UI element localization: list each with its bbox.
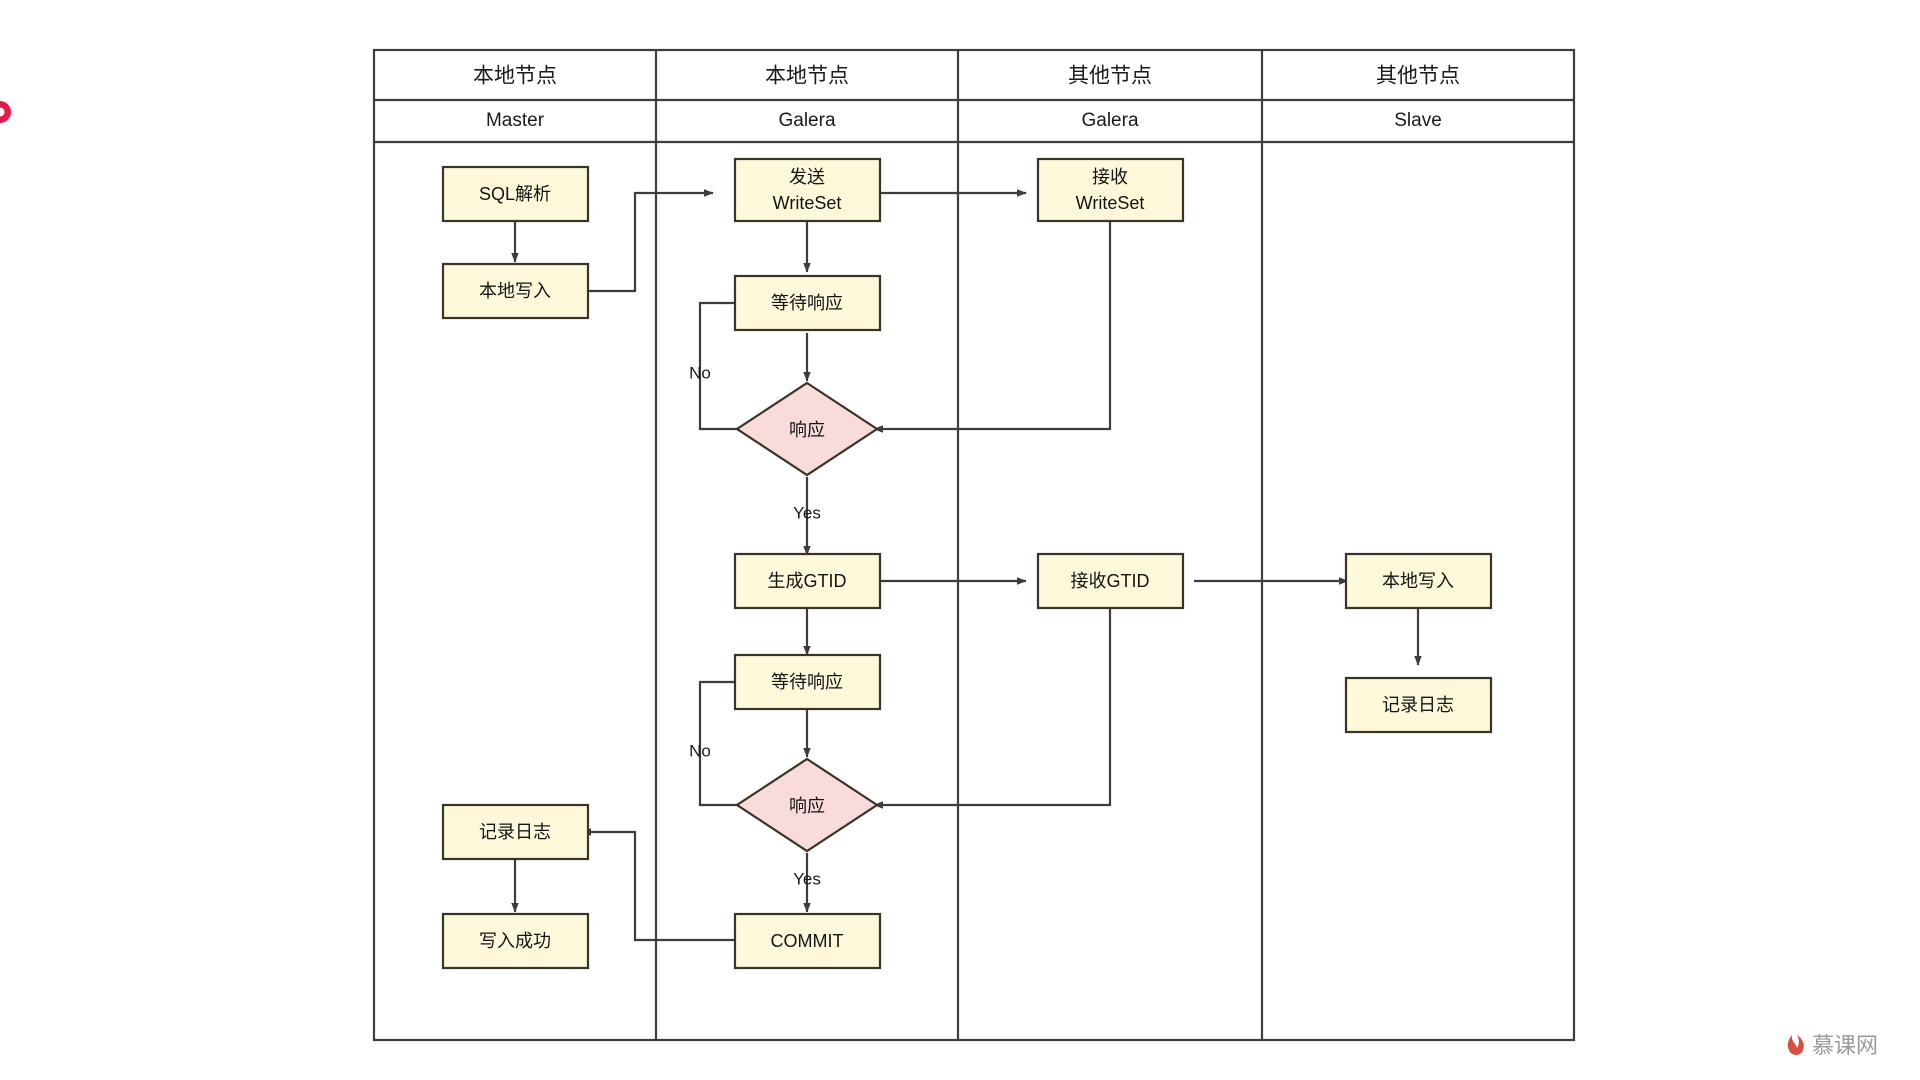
node-decision-response-1-shape[interactable] (734, 381, 880, 477)
edge-labels: No Yes No Yes (689, 363, 821, 888)
watermark: 慕课网 (1787, 1033, 1878, 1058)
lane-title-slave: 其他节点 (1376, 65, 1460, 88)
flame-icon (1787, 1035, 1804, 1055)
node-wait-response-2-label: 等待响应 (771, 672, 843, 692)
node-send-writeset[interactable]: 发送 WriteSet (733, 157, 882, 223)
node-log-slave-box[interactable] (1344, 676, 1493, 734)
node-commit-label: COMMIT (771, 931, 844, 951)
node-wait-response-1-box[interactable] (733, 274, 882, 332)
node-wait-response-1[interactable]: 等待响应 (733, 274, 882, 332)
node-send-writeset-label-line1: 发送 (789, 167, 825, 187)
node-log-slave-label: 记录日志 (1382, 695, 1454, 715)
node-send-writeset-box[interactable] (733, 157, 882, 223)
lane-sub-master: Master (486, 110, 545, 131)
node-local-write-slave-box[interactable] (1344, 552, 1493, 610)
edge-decision1-no-loop (698, 299, 754, 431)
edge-label-yes-1: Yes (793, 503, 821, 522)
node-recv-writeset[interactable]: 接收 WriteSet (1036, 157, 1185, 223)
node-sql-parse[interactable]: SQL解析 (441, 165, 590, 223)
node-decision-response-2-shape[interactable] (734, 757, 880, 853)
lane-sub-galera2: Galera (1081, 110, 1138, 131)
edge-recvwriteset-to-decision1 (873, 216, 1112, 433)
node-decision-response-2-label: 响应 (789, 796, 825, 816)
node-log-slave[interactable]: 记录日志 (1344, 676, 1493, 734)
edge-label-no-1: No (689, 363, 711, 382)
node-recv-writeset-box[interactable] (1036, 157, 1185, 223)
edge-recvgtid-to-decision2 (873, 607, 1112, 809)
node-generate-gtid[interactable]: 生成GTID (733, 552, 882, 610)
node-decision-response-1[interactable]: 响应 (734, 381, 880, 477)
node-local-write-master-box[interactable] (441, 262, 590, 320)
node-decision-response-1-label: 响应 (789, 420, 825, 440)
node-wait-response-2[interactable]: 等待响应 (733, 653, 882, 711)
node-sql-parse-box[interactable] (441, 165, 590, 223)
lane-title-galera1: 本地节点 (765, 65, 849, 88)
lane-sub-slave: Slave (1394, 110, 1442, 131)
node-write-success-box[interactable] (441, 912, 590, 970)
node-local-write-slave[interactable]: 本地写入 (1344, 552, 1493, 610)
node-recv-gtid-label: 接收GTID (1071, 571, 1150, 591)
node-write-success[interactable]: 写入成功 (441, 912, 590, 970)
node-commit[interactable]: COMMIT (733, 912, 882, 970)
edge-commit-to-log-master (581, 828, 740, 942)
node-recv-gtid-box[interactable] (1036, 552, 1185, 610)
edge-label-yes-2: Yes (793, 869, 821, 888)
node-write-success-label: 写入成功 (479, 931, 551, 951)
node-send-writeset-label-line2: WriteSet (773, 193, 842, 213)
node-wait-response-1-label: 等待响应 (771, 293, 843, 313)
lane-title-galera2: 其他节点 (1068, 65, 1152, 88)
connector-edges (511, 189, 1422, 942)
edge-label-no-2: No (689, 741, 711, 760)
node-log-master-box[interactable] (441, 803, 590, 861)
node-wait-response-2-box[interactable] (733, 653, 882, 711)
lane-sub-galera1: Galera (778, 110, 835, 131)
node-log-master-label: 记录日志 (479, 822, 551, 842)
lane-headers: 本地节点 Master 本地节点 Galera 其他节点 Galera 其他节点… (473, 65, 1460, 131)
accent-dot-decoration (0, 101, 11, 123)
accent-dot-inner (0, 107, 5, 117)
lane-title-master: 本地节点 (473, 65, 557, 88)
node-local-write-slave-label: 本地写入 (1382, 571, 1454, 591)
node-sql-parse-label: SQL解析 (479, 184, 551, 204)
node-recv-writeset-label-line2: WriteSet (1076, 193, 1145, 213)
node-decision-response-2[interactable]: 响应 (734, 757, 880, 853)
node-local-write-master[interactable]: 本地写入 (441, 262, 590, 320)
node-generate-gtid-label: 生成GTID (768, 571, 847, 591)
node-recv-writeset-label-line1: 接收 (1092, 167, 1128, 187)
node-commit-box[interactable] (733, 912, 882, 970)
accent-dot-icon (0, 101, 11, 123)
node-generate-gtid-box[interactable] (733, 552, 882, 610)
node-log-master[interactable]: 记录日志 (441, 803, 590, 861)
edge-decision2-no-loop (698, 678, 754, 807)
node-local-write-master-label: 本地写入 (479, 281, 551, 301)
watermark-text: 慕课网 (1812, 1033, 1878, 1058)
node-recv-gtid[interactable]: 接收GTID (1036, 552, 1185, 610)
